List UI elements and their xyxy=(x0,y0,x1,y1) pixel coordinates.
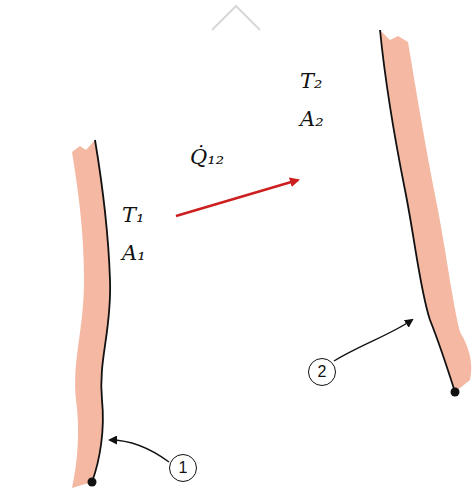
area-label: A₁ xyxy=(122,242,146,265)
callout-circle: 1 xyxy=(169,454,197,482)
temperature-label: T₂ xyxy=(300,70,322,93)
surface-1-body xyxy=(72,140,110,488)
callout-number: 2 xyxy=(318,364,327,380)
temperature-label: T₁ xyxy=(122,204,144,227)
heat-flow-arrow xyxy=(176,180,298,216)
surface-2-dot xyxy=(451,388,460,397)
surface-1-dot xyxy=(88,478,97,487)
heat-rate-label: Q̇₁₂ xyxy=(190,146,224,169)
surface-2-edge xyxy=(380,30,455,392)
surface-1-edge xyxy=(92,140,110,482)
leader-line xyxy=(110,440,169,462)
callout-number: 1 xyxy=(179,460,188,476)
leader-line xyxy=(334,320,412,361)
watermark-triangle xyxy=(212,6,260,30)
area-label: A₂ xyxy=(300,108,324,131)
callout-circle: 2 xyxy=(308,358,336,386)
surface-2-body xyxy=(380,30,471,392)
